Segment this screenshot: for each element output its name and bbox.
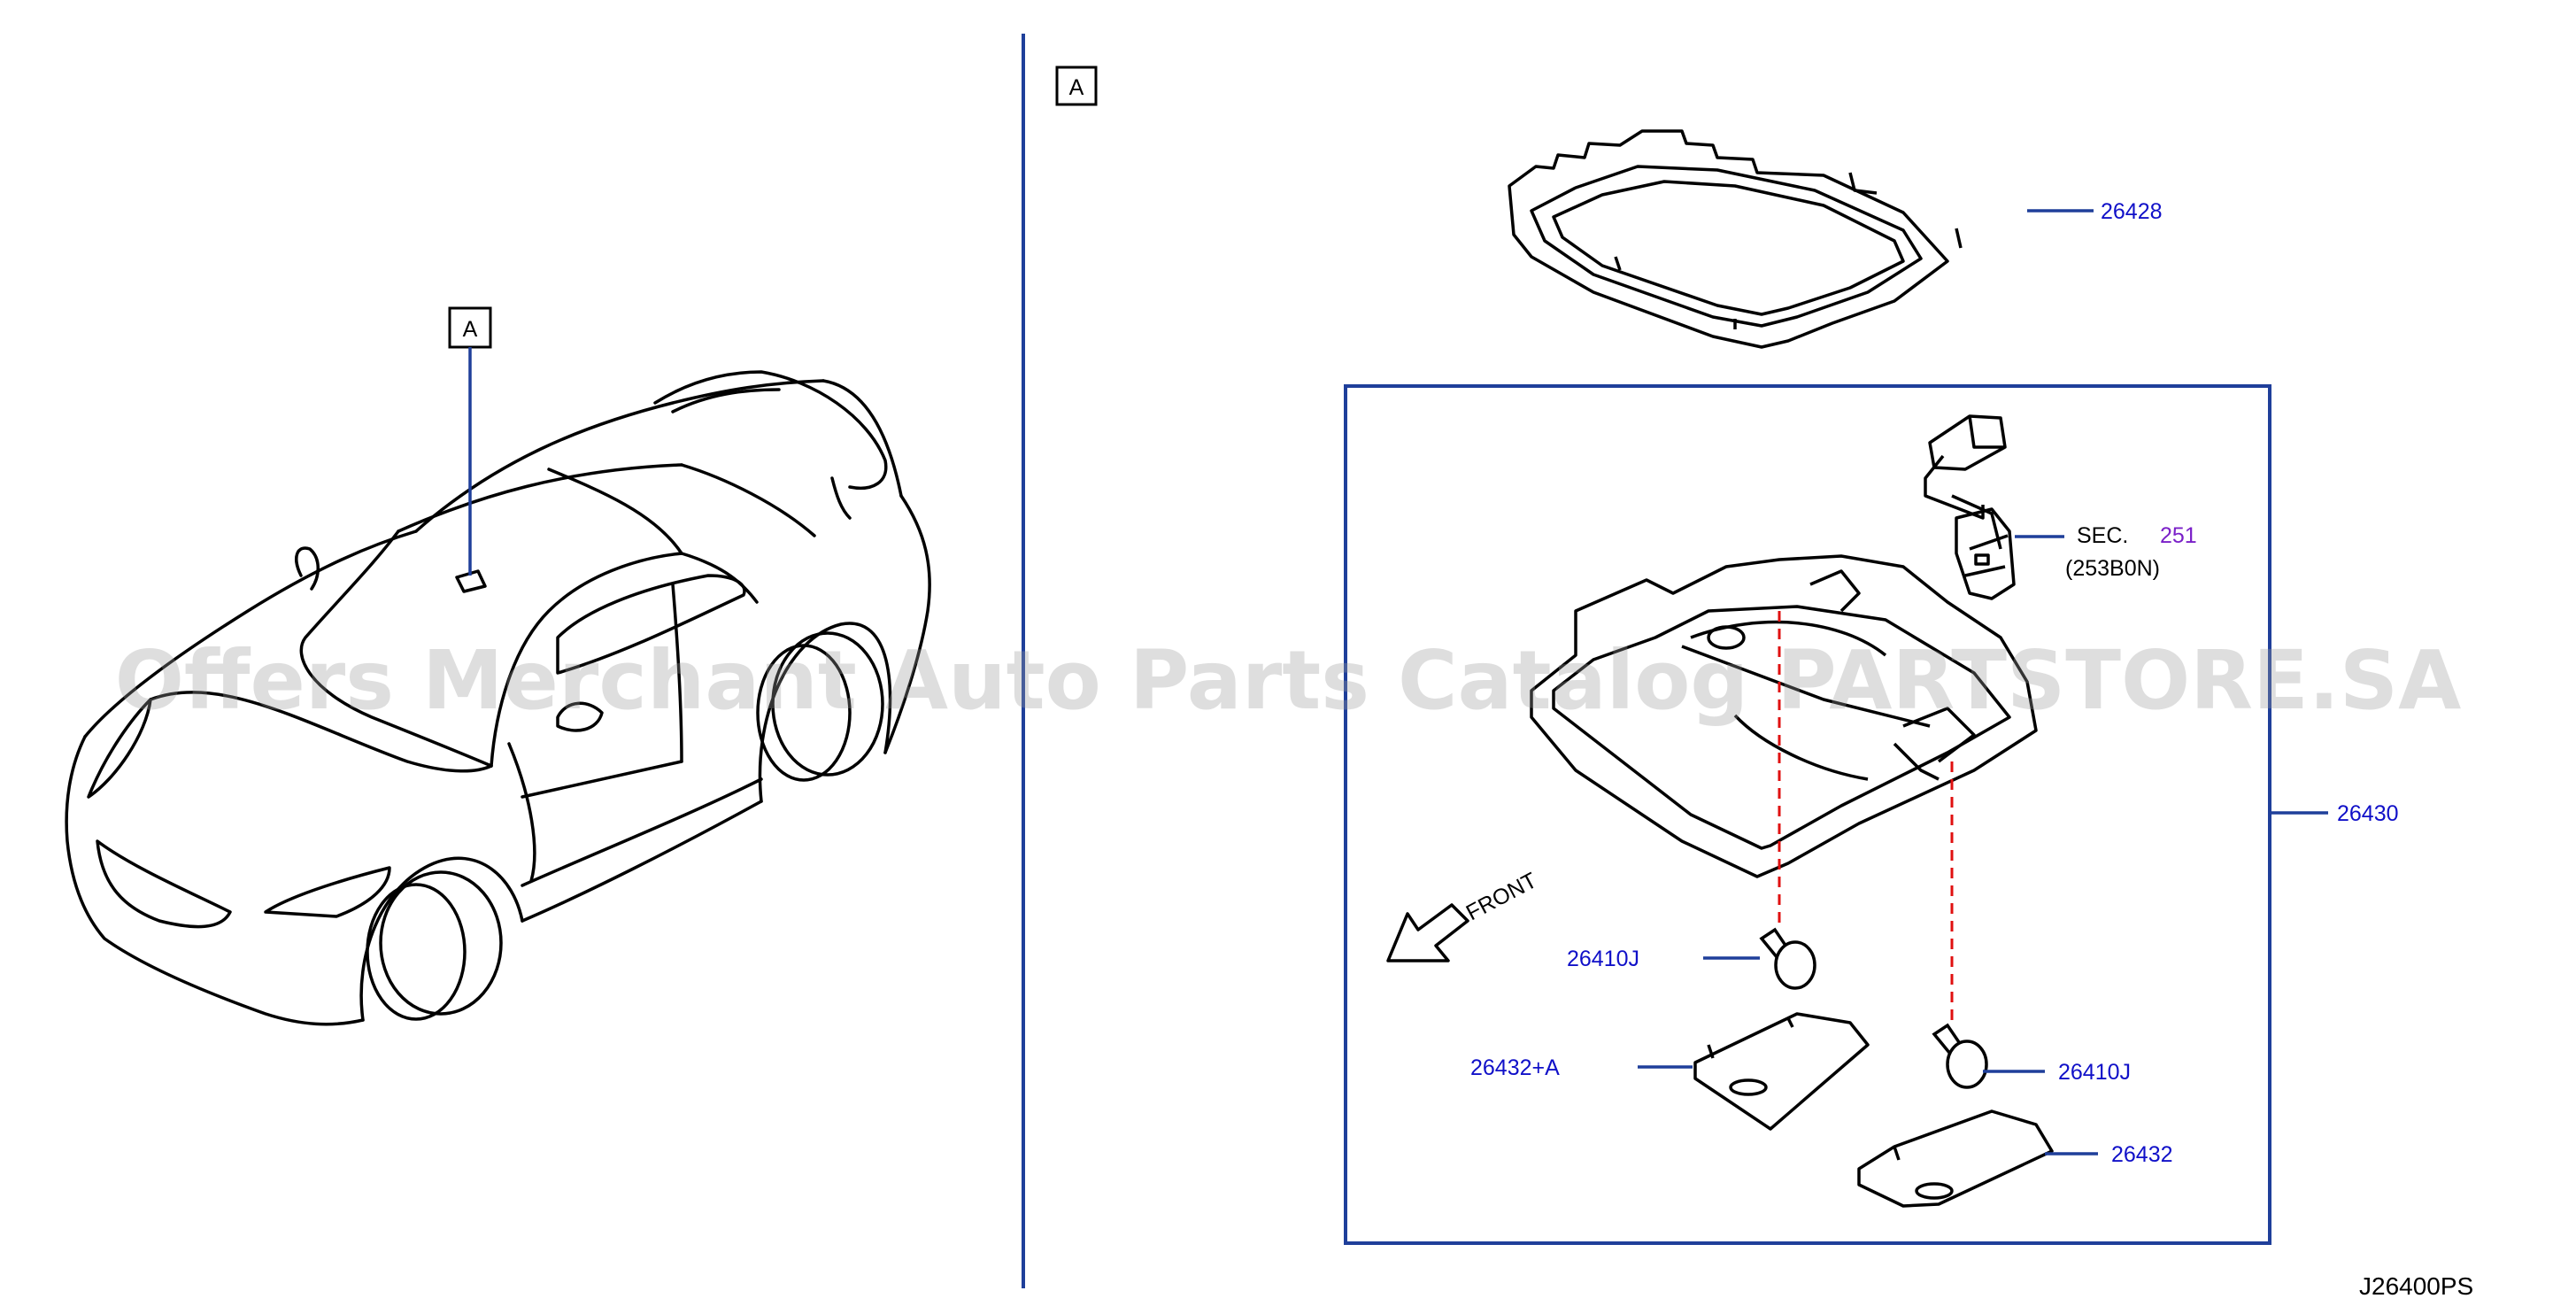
car-view-tag: A — [463, 317, 478, 342]
frame-part-number: 26428 — [2101, 199, 2163, 224]
bulb-right — [1932, 1023, 1988, 1089]
front-label: FRONT — [1462, 868, 1541, 925]
bulb-left — [1759, 927, 1816, 990]
watermark: Offers Merchant Auto Parts Catalog PARTS… — [115, 633, 2462, 728]
lamp-assembly-part-number: 26430 — [2337, 801, 2399, 826]
lens-part-number: 26432 — [2111, 1142, 2173, 1167]
lamp-assembly-box — [1344, 384, 2271, 1245]
section-ref-link[interactable]: 251 — [2160, 523, 2197, 548]
harness-connector — [1924, 414, 2016, 600]
section-ref-sub: (253B0N) — [2065, 556, 2160, 581]
front-arrow-icon — [1386, 903, 1469, 962]
bulb-right-part-number: 26410J — [2058, 1060, 2131, 1085]
bulb-left-part-number: 26410J — [1567, 947, 1639, 971]
frame-part — [1508, 129, 1963, 349]
lens-part — [1857, 1109, 2054, 1208]
diagram-code: J26400PS — [2359, 1272, 2473, 1300]
car-outline — [65, 370, 931, 1026]
detail-view-tag: A — [1069, 75, 1084, 100]
lens-a-part — [1693, 1012, 1870, 1131]
detail-view-tag-box — [1055, 66, 1098, 106]
section-ref-prefix: SEC. — [2077, 523, 2128, 548]
lens-a-part-number: 26432+A — [1470, 1055, 1560, 1080]
lamp-housing — [1530, 554, 2038, 878]
car-view-tag-box — [448, 306, 492, 349]
